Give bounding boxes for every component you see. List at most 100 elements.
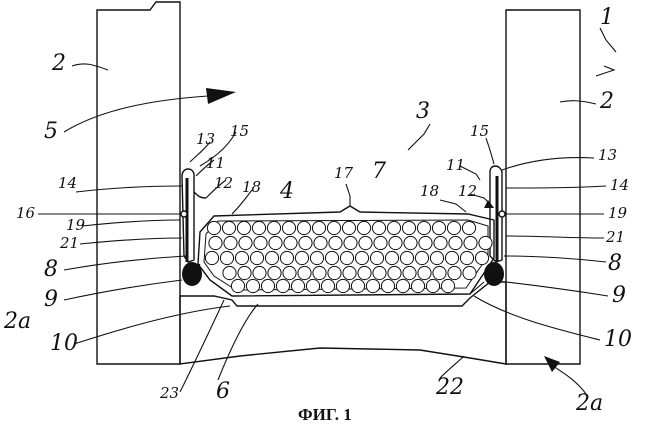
- bead: [478, 235, 493, 251]
- bead: [251, 220, 267, 236]
- bead: [230, 278, 246, 294]
- bead: [313, 235, 328, 251]
- bead-fill: [204, 220, 493, 294]
- bead: [399, 250, 415, 266]
- label-12-left: 12: [214, 174, 233, 192]
- label-11-right: 11: [446, 156, 465, 174]
- bead: [448, 235, 463, 251]
- bead: [219, 250, 235, 266]
- bead: [357, 265, 372, 281]
- bead: [395, 278, 411, 294]
- bead: [474, 250, 490, 266]
- bead: [237, 265, 252, 281]
- bead: [324, 250, 340, 266]
- bead: [388, 235, 403, 251]
- bead: [249, 250, 265, 266]
- bead: [432, 265, 447, 281]
- bead: [281, 220, 297, 236]
- bead: [429, 250, 445, 266]
- label-8-left: 8: [44, 257, 58, 282]
- bead: [234, 250, 250, 266]
- bead: [312, 265, 327, 281]
- label-5: 5: [44, 119, 58, 144]
- bead: [326, 220, 342, 236]
- label-13-left: 13: [196, 130, 215, 148]
- label-16: 16: [16, 204, 36, 222]
- label-2a-right: 2a: [575, 391, 603, 416]
- bead: [358, 235, 373, 251]
- bead: [252, 265, 267, 281]
- bead: [461, 220, 477, 236]
- bead: [417, 265, 432, 281]
- bead: [447, 265, 462, 281]
- bead: [206, 220, 222, 236]
- bead: [431, 220, 447, 236]
- cartridge-jacket: [187, 205, 495, 297]
- bead: [384, 250, 400, 266]
- bead: [222, 265, 237, 281]
- bead: [221, 220, 237, 236]
- left-seal-profile: [180, 168, 207, 286]
- bead: [372, 265, 387, 281]
- label-2a-left: 2a: [3, 309, 31, 334]
- right-wall: [505, 9, 581, 365]
- bead: [328, 235, 343, 251]
- bead: [283, 235, 298, 251]
- label-1: 1: [600, 5, 614, 30]
- bead: [343, 235, 358, 251]
- label-23: 23: [159, 384, 179, 402]
- bead: [223, 235, 238, 251]
- label-14-left: 14: [58, 174, 77, 192]
- bead: [414, 250, 430, 266]
- bead: [294, 250, 310, 266]
- bead: [425, 278, 441, 294]
- label-15-left: 15: [230, 122, 249, 140]
- bead: [279, 250, 295, 266]
- bead: [253, 235, 268, 251]
- label-11-left: 11: [206, 154, 225, 172]
- bead: [380, 278, 396, 294]
- bead: [238, 235, 253, 251]
- bead: [320, 278, 336, 294]
- bead: [264, 250, 280, 266]
- label-7: 7: [372, 159, 386, 184]
- bead: [260, 278, 276, 294]
- bead: [403, 235, 418, 251]
- label-17: 17: [334, 164, 354, 182]
- label-2-left: 2: [51, 51, 66, 76]
- label-13-right: 13: [598, 146, 617, 164]
- bead: [350, 278, 366, 294]
- label-19-right: 19: [608, 204, 628, 222]
- bead: [459, 250, 475, 266]
- bead: [296, 220, 312, 236]
- bead: [433, 235, 448, 251]
- bead: [305, 278, 321, 294]
- bead: [386, 220, 402, 236]
- bead: [282, 265, 297, 281]
- bead: [446, 220, 462, 236]
- bead: [410, 278, 426, 294]
- label-6: 6: [216, 379, 230, 404]
- label-10-right: 10: [604, 327, 632, 352]
- label-8-right: 8: [608, 251, 622, 276]
- bead: [204, 250, 220, 266]
- bead: [298, 235, 313, 251]
- label-2-right: 2: [599, 89, 614, 114]
- bead: [354, 250, 370, 266]
- bead: [341, 220, 357, 236]
- label-4: 4: [279, 179, 294, 204]
- label-15-right: 15: [470, 122, 489, 140]
- reference-labels: 1 2 2 2a 2a 3 4 5 6 7 8 8 9 9 10 10 11 1…: [3, 5, 632, 416]
- bead: [440, 278, 456, 294]
- bead: [356, 220, 372, 236]
- label-19-left: 19: [66, 216, 86, 234]
- label-21-left: 21: [59, 234, 79, 252]
- bead: [371, 220, 387, 236]
- bead: [387, 265, 402, 281]
- bead: [208, 235, 223, 251]
- left-wall: [96, 1, 181, 365]
- label-18-left: 18: [242, 178, 261, 196]
- bead: [268, 235, 283, 251]
- right-seal-profile: [484, 165, 506, 286]
- label-10-left: 10: [50, 331, 78, 356]
